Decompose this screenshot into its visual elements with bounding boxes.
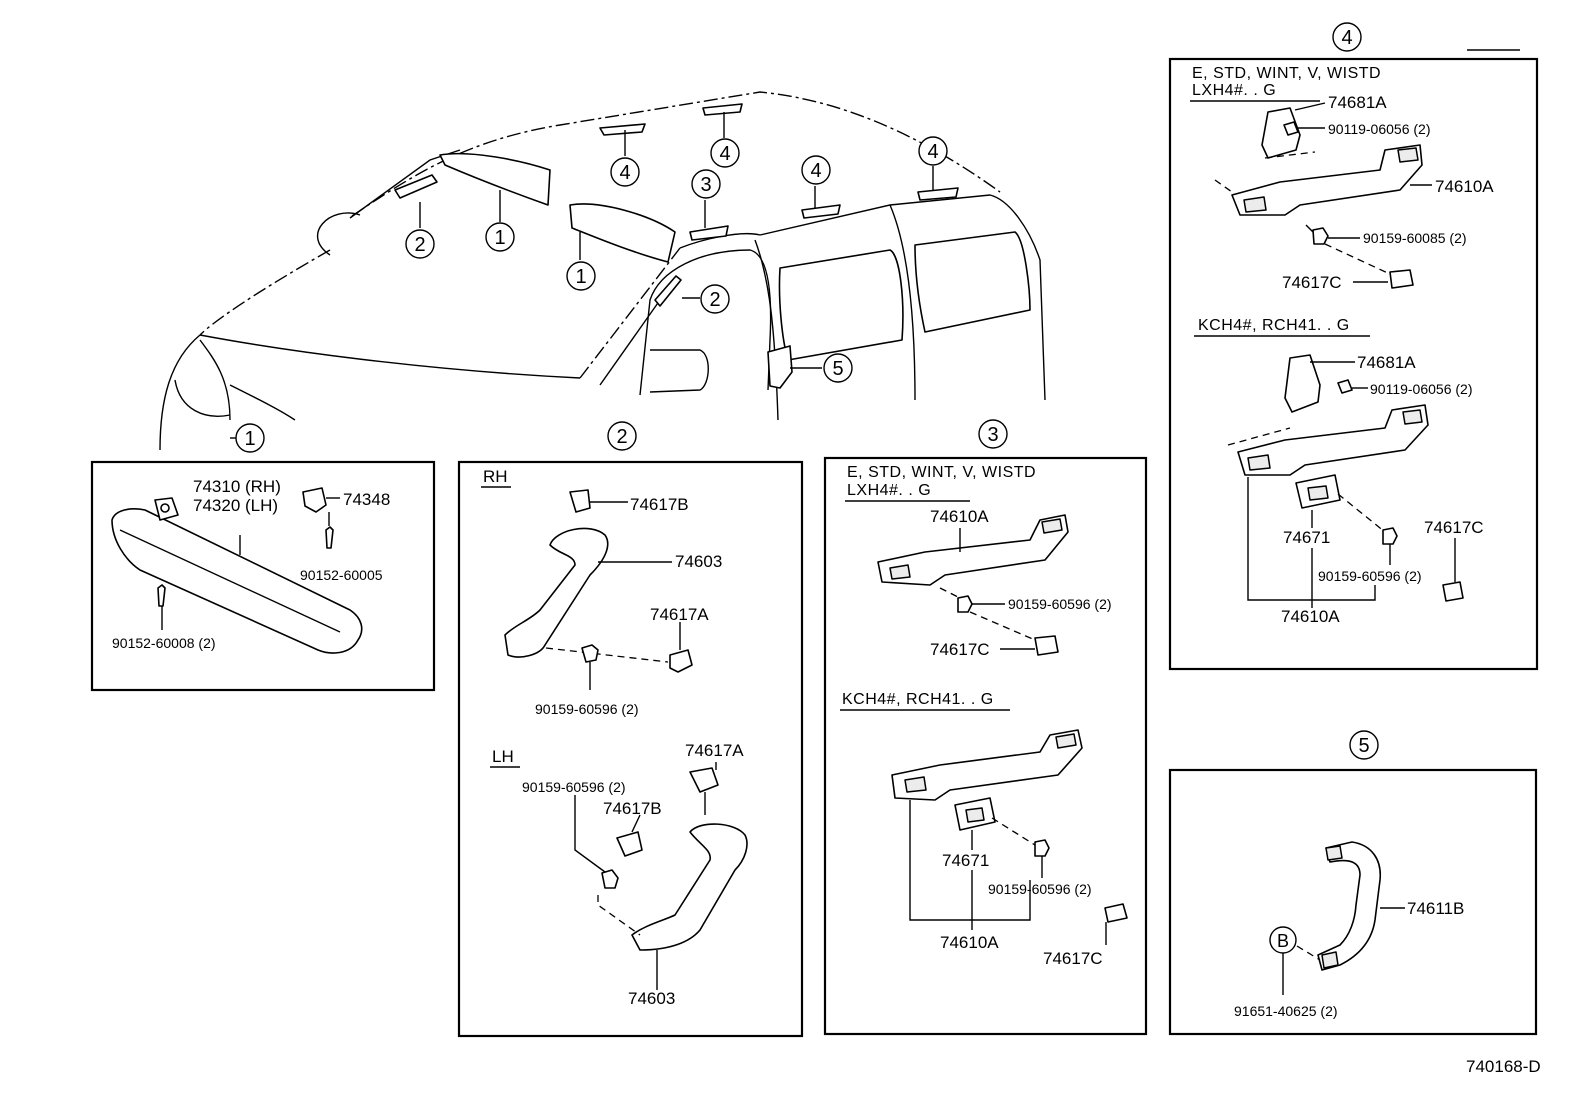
callout-4-b: 4 [719,143,730,165]
callout-2-a: 2 [414,234,425,256]
label-lh-74617b: 74617B [603,799,662,818]
label-s3-90159-60596-1: 90159-60596 (2) [1008,596,1112,612]
section-3-title: 3 [987,424,998,446]
callout-4-a: 4 [619,162,630,184]
section-2-title: 2 [616,426,627,448]
callout-5: 5 [832,358,843,380]
label-s4-74610a-2: 74610A [1281,607,1340,626]
label-s3-74610a-1: 74610A [930,507,989,526]
label-s4-90119-06056-2: 90119-06056 (2) [1370,381,1472,397]
label-74310-rh: 74310 (RH) [193,477,281,496]
vehicle-overview [159,91,1046,451]
section-4-assist-grip-roof: 4 E, STD, WINT, V, WISTD LXH4#. . G 7468… [1168,22,1539,671]
label-s3-74617c-2: 74617C [1043,949,1103,968]
label-s3-90159-60596-2: 90159-60596 (2) [988,881,1092,897]
label-s3-74610a-2: 74610A [940,933,999,952]
section-1-sun-visor: 74310 (RH) 74320 (LH) 74348 90152-60005 … [90,460,436,692]
s3-condition-2: KCH4#, RCH41. . G [842,691,994,708]
label-s3-74671: 74671 [942,851,989,870]
label-lh-74603: 74603 [628,989,675,1008]
label-s4-74610a-1: 74610A [1435,177,1494,196]
overview-callouts: 2 1 1 4 4 3 4 4 2 5 1 [235,136,948,453]
s4-condition-1-line1: E, STD, WINT, V, WISTD [1192,65,1381,82]
rh-heading: RH [483,467,508,486]
label-s4-90119-06056-1: 90119-06056 (2) [1328,121,1430,137]
label-s4-74681a-1: 74681A [1328,93,1387,112]
label-rh-74617a: 74617A [650,605,709,624]
callout-1-b: 1 [575,266,586,288]
section-5-title: 5 [1358,735,1369,757]
reference-b: B [1277,931,1289,951]
label-s4-90159-60085: 90159-60085 (2) [1363,230,1467,246]
label-90152-60005: 90152-60005 [300,567,383,583]
section-3-assist-grip-center: 3 E, STD, WINT, V, WISTD LXH4#. . G 7461… [823,419,1148,1036]
label-74348: 74348 [343,490,390,509]
s4-condition-1-line2: LXH4#. . G [1192,82,1276,99]
s4-condition-2: KCH4#, RCH41. . G [1198,317,1350,334]
callout-3: 3 [700,174,711,196]
callout-1-c: 1 [244,428,255,450]
label-s4-90159-60596: 90159-60596 (2) [1318,568,1422,584]
label-lh-90159-60596: 90159-60596 (2) [522,779,626,795]
label-s5-74611b: 74611B [1407,899,1464,918]
callout-1-a: 1 [494,227,505,249]
label-90152-60008: 90152-60008 (2) [112,635,216,651]
label-rh-90159-60596: 90159-60596 (2) [535,701,639,717]
label-rh-74617b: 74617B [630,495,689,514]
callout-4-c: 4 [810,160,821,182]
label-lh-74617a: 74617A [685,741,744,760]
label-s3-74617c-1: 74617C [930,640,990,659]
callout-4-d: 4 [927,141,938,163]
label-rh-74603: 74603 [675,552,722,571]
section-5-assist-grip-rear: 5 B 74611B 91651-40625 (2) [1168,730,1538,1036]
s3-condition-1-line1: E, STD, WINT, V, WISTD [847,464,1036,481]
label-s4-74681a-2: 74681A [1357,353,1416,372]
section-2-assist-grip-front: 2 RH 74617B 74603 74617A 90159-60596 (2)… [457,421,804,1038]
label-s4-74671: 74671 [1283,528,1330,547]
label-s4-74617c-1: 74617C [1282,273,1342,292]
s3-condition-1-line2: LXH4#. . G [847,482,931,499]
figure-code: 740168-D [1466,1057,1541,1076]
label-s5-91651-40625: 91651-40625 (2) [1234,1003,1338,1019]
callout-2-b: 2 [709,289,720,311]
section-4-title: 4 [1341,27,1352,49]
lh-heading: LH [492,747,514,766]
label-s4-74617c-2: 74617C [1424,518,1484,537]
label-74320-lh: 74320 (LH) [193,496,278,515]
